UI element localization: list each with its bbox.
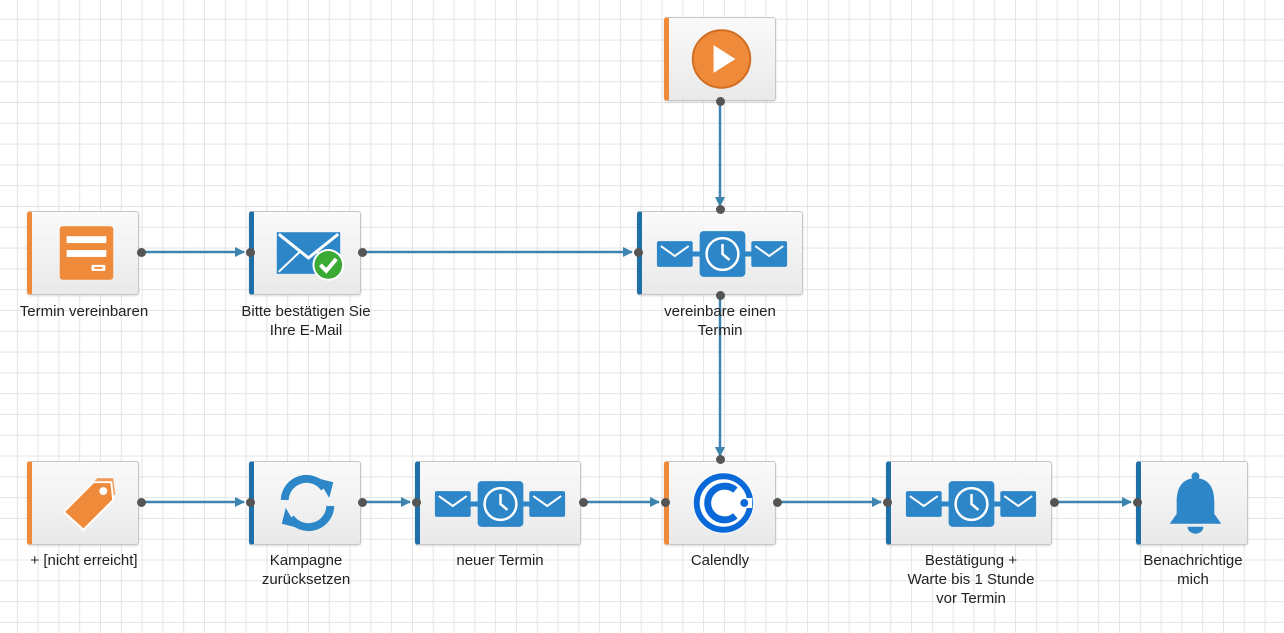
refresh-icon <box>280 474 335 532</box>
form-node-label: Termin vereinbaren <box>19 303 149 320</box>
reset-campaign-node-label: Kampagne zurücksetzen <box>261 552 351 588</box>
notify-node-input-port[interactable] <box>1132 497 1142 507</box>
email-sequence-node-3-input-port[interactable] <box>882 497 892 507</box>
email-sequence-node-1[interactable] <box>637 211 803 295</box>
email-sequence-node-1-input-port-left[interactable] <box>633 247 643 257</box>
email-sequence-node-1-label: vereinbare einen Termin <box>664 303 776 339</box>
email-sequence-icon <box>905 481 1037 527</box>
form-node[interactable] <box>27 211 139 295</box>
email-sequence-node-3[interactable] <box>886 461 1052 545</box>
calendly-node-output-port[interactable] <box>772 497 782 507</box>
email-sequence-node-2-input-port[interactable] <box>411 497 421 507</box>
calendly-node-input-port-left[interactable] <box>660 497 670 507</box>
confirm-email-node-input-port[interactable] <box>245 247 255 257</box>
form-node-output-port[interactable] <box>136 247 146 257</box>
calendly-icon <box>692 472 755 534</box>
email-sequence-node-3-label: Bestätigung + Warte bis 1 Stunde vor Ter… <box>907 552 1035 607</box>
email-sequence-node-2-label: neuer Termin <box>456 552 544 569</box>
email-sequence-icon <box>656 231 788 277</box>
calendly-node-input-port-top[interactable] <box>715 454 725 464</box>
email-sequence-node-1-input-port-top[interactable] <box>715 204 725 214</box>
email-sequence-icon <box>434 481 566 527</box>
reset-campaign-node-input-port[interactable] <box>245 497 255 507</box>
bell-icon <box>1169 472 1222 534</box>
tag-icon <box>62 478 116 532</box>
notify-node[interactable] <box>1136 461 1248 545</box>
form-icon <box>59 226 114 280</box>
email-sequence-node-2[interactable] <box>415 461 581 545</box>
confirm-email-node[interactable] <box>249 211 361 295</box>
play-icon <box>691 29 752 89</box>
confirm-email-node-label: Bitte bestätigen Sie Ihre E-Mail <box>241 303 371 339</box>
email-sequence-node-3-output-port[interactable] <box>1049 497 1059 507</box>
reset-campaign-node-output-port[interactable] <box>357 497 367 507</box>
calendly-node-label: Calendly <box>690 552 750 569</box>
tag-node[interactable] <box>27 461 139 545</box>
tag-node-output-port[interactable] <box>136 497 146 507</box>
reset-campaign-node[interactable] <box>249 461 361 545</box>
email-sequence-node-2-output-port[interactable] <box>578 497 588 507</box>
confirm-email-node-output-port[interactable] <box>357 247 367 257</box>
notify-node-label: Benachrichtige mich <box>1143 552 1243 588</box>
email-sequence-node-1-output-port[interactable] <box>715 290 725 300</box>
start-node[interactable] <box>664 17 776 101</box>
email-check-icon <box>276 232 345 281</box>
tag-node-label: + [nicht erreicht] <box>30 552 138 569</box>
calendly-node[interactable] <box>664 461 776 545</box>
start-node-output-port[interactable] <box>715 96 725 106</box>
